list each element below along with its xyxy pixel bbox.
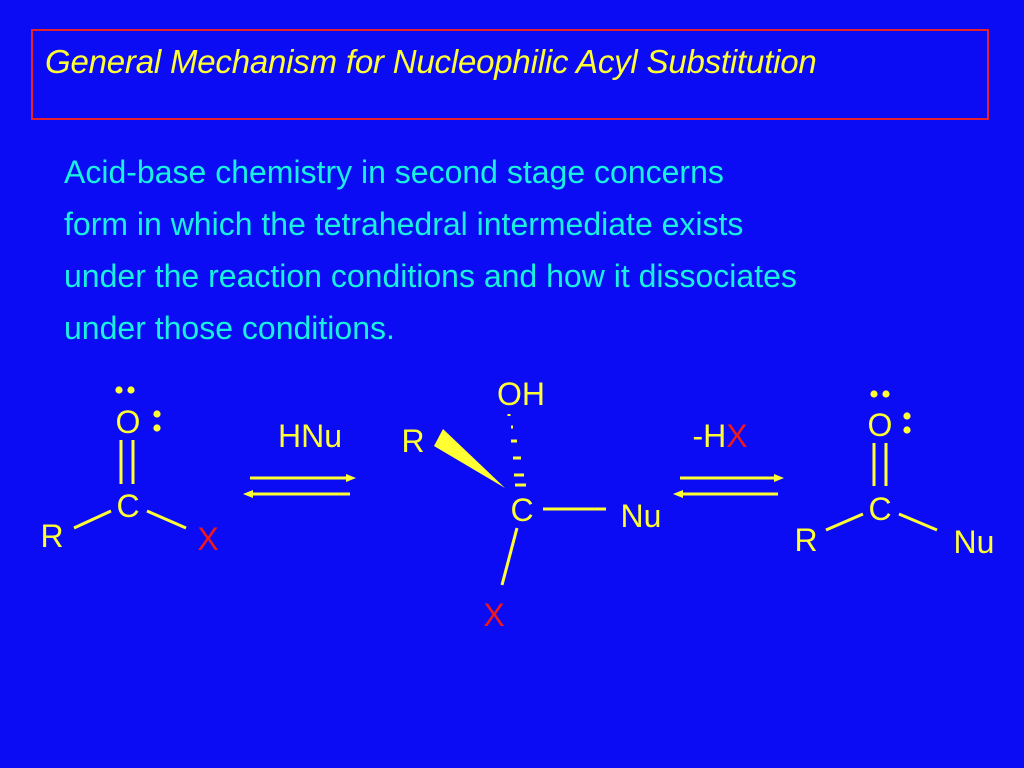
tetrahedral-intermediate: OH R C Nu X: [401, 376, 661, 633]
step2-reagent: -HX: [692, 418, 747, 454]
product-r-label: R: [794, 522, 817, 558]
reactant-x-label: X: [197, 521, 218, 557]
reverse-arrow-head: [673, 490, 683, 498]
product-carbon-label: C: [868, 491, 891, 527]
product-oxygen-label: O: [868, 407, 893, 443]
step1-reagent: HNu: [278, 418, 342, 454]
step1-reagent-nu: Nu: [301, 418, 342, 454]
reactant-lone-pair-dot: [153, 410, 161, 418]
body-line-1: Acid-base chemistry in second stage conc…: [64, 154, 724, 190]
intermediate-carbon-label: C: [510, 492, 533, 528]
body-paragraph: Acid-base chemistry in second stage conc…: [64, 146, 1004, 354]
reactant-lone-pair-dot: [153, 424, 161, 432]
intermediate-r-label: R: [401, 423, 424, 459]
product-nu-label: Nu: [954, 524, 995, 560]
product-lone-pair-dot: [903, 426, 911, 434]
reactant-lone-pair-dot: [115, 386, 123, 394]
reactant-r-label: R: [40, 518, 63, 554]
forward-arrow-head: [774, 474, 784, 482]
intermediate-x-bond: [500, 527, 519, 586]
wedge-bond: [434, 429, 505, 488]
title-box: General Mechanism for Nucleophilic Acyl …: [31, 29, 989, 120]
step1-equilibrium: HNu: [243, 418, 356, 498]
step2-reagent-h: -H: [692, 418, 726, 454]
product-structure: O C R Nu: [794, 390, 994, 560]
reactant-oxygen-label: O: [116, 404, 141, 440]
reactant-structure: O C R X: [40, 386, 219, 557]
product-r-bond: [825, 512, 864, 532]
body-line-3: under the reaction conditions and how it…: [64, 258, 797, 294]
body-line-4: under those conditions.: [64, 310, 395, 346]
reactant-carbon-label: C: [116, 488, 139, 524]
reactant-lone-pair-dot: [127, 386, 135, 394]
product-lone-pair-dot: [882, 390, 890, 398]
forward-arrow-head: [346, 474, 356, 482]
intermediate-oh-label: OH: [497, 376, 545, 412]
body-line-2: form in which the tetrahedral intermedia…: [64, 206, 744, 242]
reverse-arrow-head: [243, 490, 253, 498]
product-nu-bond: [898, 512, 938, 532]
product-lone-pair-dot: [903, 412, 911, 420]
intermediate-x-label: X: [483, 597, 504, 633]
step2-equilibrium: -HX: [673, 418, 784, 498]
step2-reagent-x: X: [726, 418, 747, 454]
product-lone-pair-dot: [870, 390, 878, 398]
intermediate-nu-label: Nu: [621, 498, 662, 534]
step1-reagent-h: H: [278, 418, 301, 454]
slide-title: General Mechanism for Nucleophilic Acyl …: [45, 43, 817, 80]
reactant-x-bond: [146, 509, 187, 530]
reactant-r-bond: [73, 509, 112, 530]
